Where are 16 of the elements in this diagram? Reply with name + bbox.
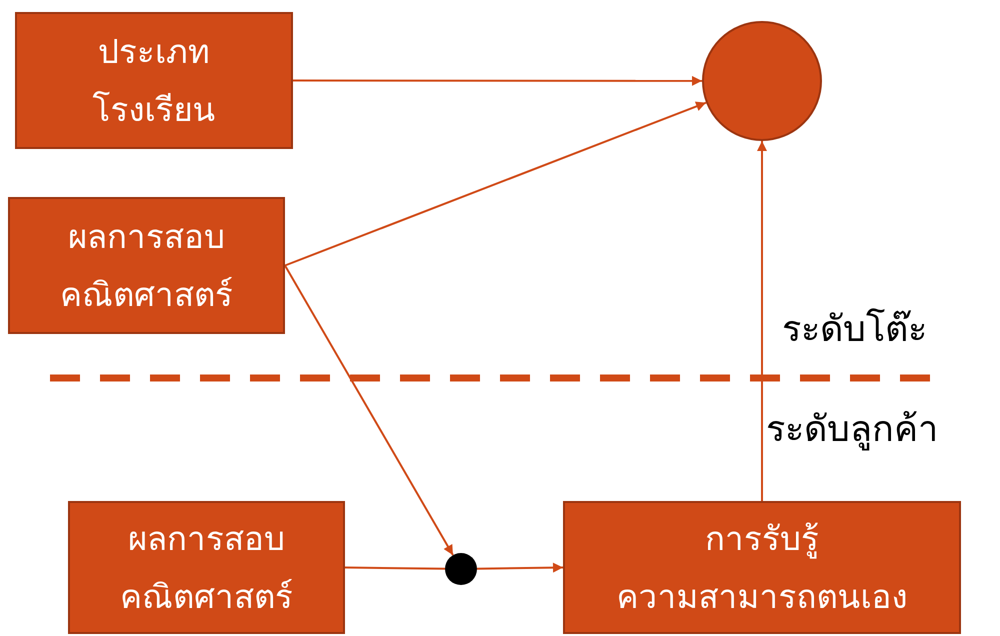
process-box — [15, 12, 293, 149]
arrow — [476, 562, 564, 573]
level-label: ระดับลูกค้า — [766, 408, 938, 452]
arrow — [293, 76, 702, 86]
box-label: ผลการสอบ คณิตศาสตร์ — [60, 216, 233, 316]
box-label: ผลการสอบ คณิตศาสตร์ — [120, 518, 293, 618]
arrow — [757, 141, 767, 501]
process-box — [68, 501, 345, 634]
box-label: การรับรู้ ความสามารถตนเอง — [616, 518, 908, 618]
box-label: ประเภท โรงเรียน — [92, 30, 216, 130]
level-label: ระดับโต๊ะ — [782, 307, 927, 352]
arrow — [284, 265, 454, 556]
process-box — [8, 197, 285, 334]
arrow — [284, 102, 706, 266]
junction-dot — [445, 553, 477, 585]
process-box — [563, 501, 961, 634]
